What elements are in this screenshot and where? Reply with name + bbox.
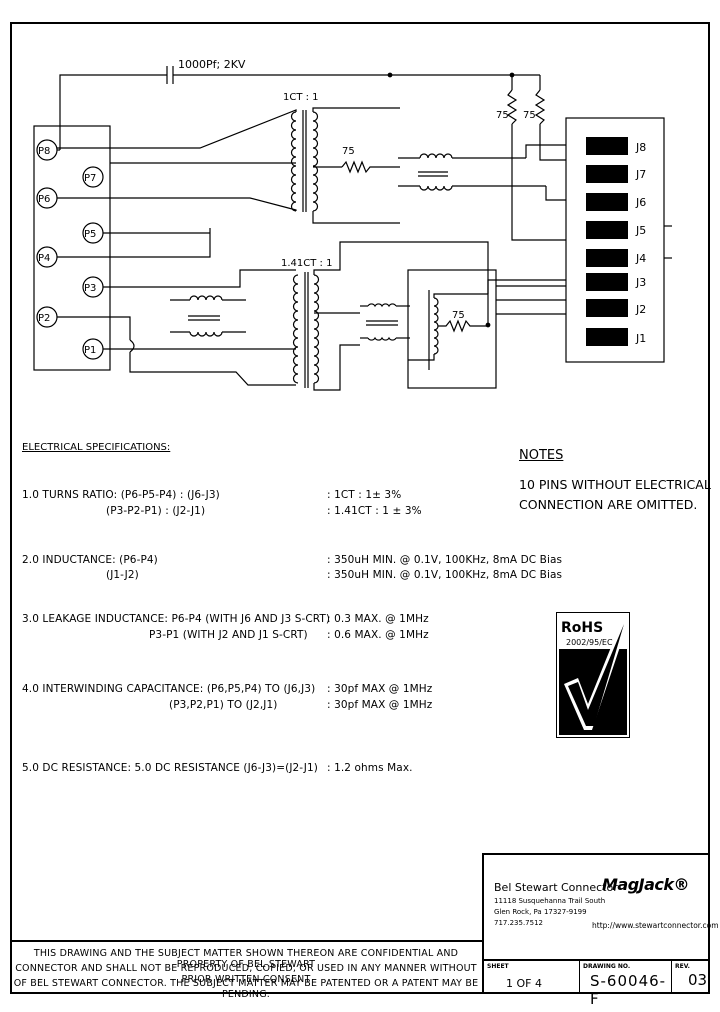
rohs-directive: 2002/95/EC	[566, 638, 613, 647]
spec-interwinding-1: 4.0 INTERWINDING CAPACITANCE: (P6,P5,P4)…	[22, 683, 316, 695]
right-connector-body	[565, 117, 665, 363]
spec-turns-ratio-1-value: : 1CT : 1± 3%	[327, 489, 402, 501]
spec-inductance-1-value: : 350uH MIN. @ 0.1V, 100KHz, 8mA DC Bias	[327, 554, 563, 566]
confidential-line-2: CONNECTOR AND SHALL NOT BE REPRODUCED, C…	[15, 963, 477, 985]
pin-label-j7: J7	[635, 168, 646, 181]
company-address-1: 11118 Susquehanna Trail South	[494, 897, 606, 905]
spec-dc-resistance: 5.0 DC RESISTANCE: 5.0 DC RESISTANCE (J6…	[22, 762, 318, 774]
capacitor-label: 1000Pf; 2KV	[178, 58, 246, 71]
ratio-bottom-label: 1.41CT : 1	[281, 258, 332, 269]
pin-label-p8: P8	[38, 146, 50, 157]
pin-label-p6: P6	[38, 194, 50, 205]
spec-leakage-1: 3.0 LEAKAGE INDUCTANCE: P6-P4 (WITH J6 A…	[22, 613, 331, 625]
pin-label-j1: J1	[635, 332, 646, 345]
title-block-cells: SHEET 1 OF 4 DRAWING NO. S-60046-F REV. …	[484, 959, 710, 1008]
drawing-number-cell: DRAWING NO. S-60046-F	[580, 961, 672, 1008]
spec-interwinding-2-value: : 30pf MAX @ 1MHz	[327, 699, 433, 711]
pin-label-p1: P1	[84, 345, 96, 356]
schematic-diagram: 1000Pf; 2KV 1CT : 1 1.41CT : 1 75 75 75 …	[33, 58, 672, 391]
spec-interwinding-2: (P3,P2,P1) TO (J2,J1)	[169, 699, 278, 711]
drawing-number-value: S-60046-F	[590, 972, 667, 1008]
spec-dc-resistance-value: : 1.2 ohms Max.	[327, 762, 413, 774]
pin-label-p4: P4	[38, 253, 50, 264]
notes-title: NOTES	[519, 448, 564, 463]
confidential-line-1: THIS DRAWING AND THE SUBJECT MATTER SHOW…	[33, 948, 459, 970]
spec-turns-ratio-1: 1.0 TURNS RATIO: (P6-P5-P4) : (J6-J3)	[22, 489, 220, 501]
ratio-top-label: 1CT : 1	[283, 92, 319, 103]
drawing-border	[10, 22, 710, 994]
revision-label: REV.	[675, 963, 690, 970]
pin-label-j6: J6	[635, 196, 646, 209]
sheet-value: 1 OF 4	[506, 977, 542, 990]
pin-p7	[82, 166, 104, 188]
drawing-number-label: DRAWING NO.	[583, 963, 631, 970]
spec-turns-ratio-2: (P3-P2-P1) : (J2-J1)	[106, 505, 206, 517]
sheet-label: SHEET	[487, 963, 509, 970]
note-line-2: CONNECTION ARE OMITTED.	[519, 497, 698, 512]
rohs-label: RoHS	[561, 620, 603, 636]
confidential-line-3: OF BEL STEWART CONNECTOR. THE SUBJECT MA…	[13, 978, 479, 1000]
spec-inductance-2-value: : 350uH MIN. @ 0.1V, 100KHz, 8mA DC Bias	[327, 569, 563, 581]
revision-value: 03	[688, 971, 708, 989]
sheet-cell: SHEET 1 OF 4	[484, 961, 580, 994]
note-line-1: 10 PINS WITHOUT ELECTRICAL	[519, 477, 711, 492]
spec-leakage-1-value: : 0.3 MAX. @ 1MHz	[327, 613, 429, 625]
spec-leakage-2-value: : 0.6 MAX. @ 1MHz	[327, 629, 429, 641]
pin-label-j3: J3	[635, 276, 646, 289]
magjack-logo: MagJack®	[602, 875, 690, 894]
pin-label-j5: J5	[635, 224, 646, 237]
pin-label-p5: P5	[84, 229, 96, 240]
revision-cell: REV. 03	[672, 961, 710, 994]
rohs-badge: RoHS 2002/95/EC	[556, 612, 630, 738]
resistor-r2-label: 75	[523, 110, 536, 121]
pin-label-j8: J8	[635, 141, 646, 154]
company-phone: 717.235.7512	[494, 919, 543, 927]
spec-interwinding-1-value: : 30pf MAX @ 1MHz	[327, 683, 433, 695]
spec-inductance-1: 2.0 INDUCTANCE: (P6-P4)	[22, 554, 158, 566]
spec-turns-ratio-2-value: : 1.41CT : 1 ± 3%	[327, 505, 422, 517]
resistor-top-label: 75	[342, 146, 355, 157]
company-address-2: Glen Rock, Pa 17327-9199	[494, 908, 587, 916]
confidentiality-notice: THIS DRAWING AND THE SUBJECT MATTER SHOW…	[10, 940, 482, 1000]
company-url: http://www.stewartconnector.com	[592, 921, 719, 930]
pin-label-p7: P7	[84, 173, 96, 184]
spec-inductance-2: (J1-J2)	[106, 569, 139, 581]
specs-title: ELECTRICAL SPECIFICATIONS:	[22, 442, 171, 453]
left-connector-body	[33, 125, 111, 371]
resistor-r1-label: 75	[496, 110, 509, 121]
pin-label-p2: P2	[38, 313, 50, 324]
pin-label-p3: P3	[84, 283, 96, 294]
spec-leakage-2: P3-P1 (WITH J2 AND J1 S-CRT)	[149, 629, 308, 641]
pin-label-j2: J2	[635, 303, 646, 316]
company-name: Bel Stewart Connector	[494, 881, 618, 894]
resistor-bottom-label: 75	[452, 310, 465, 321]
title-block: Bel Stewart Connector 11118 Susquehanna …	[482, 853, 719, 1008]
pin-label-j4: J4	[635, 252, 646, 265]
